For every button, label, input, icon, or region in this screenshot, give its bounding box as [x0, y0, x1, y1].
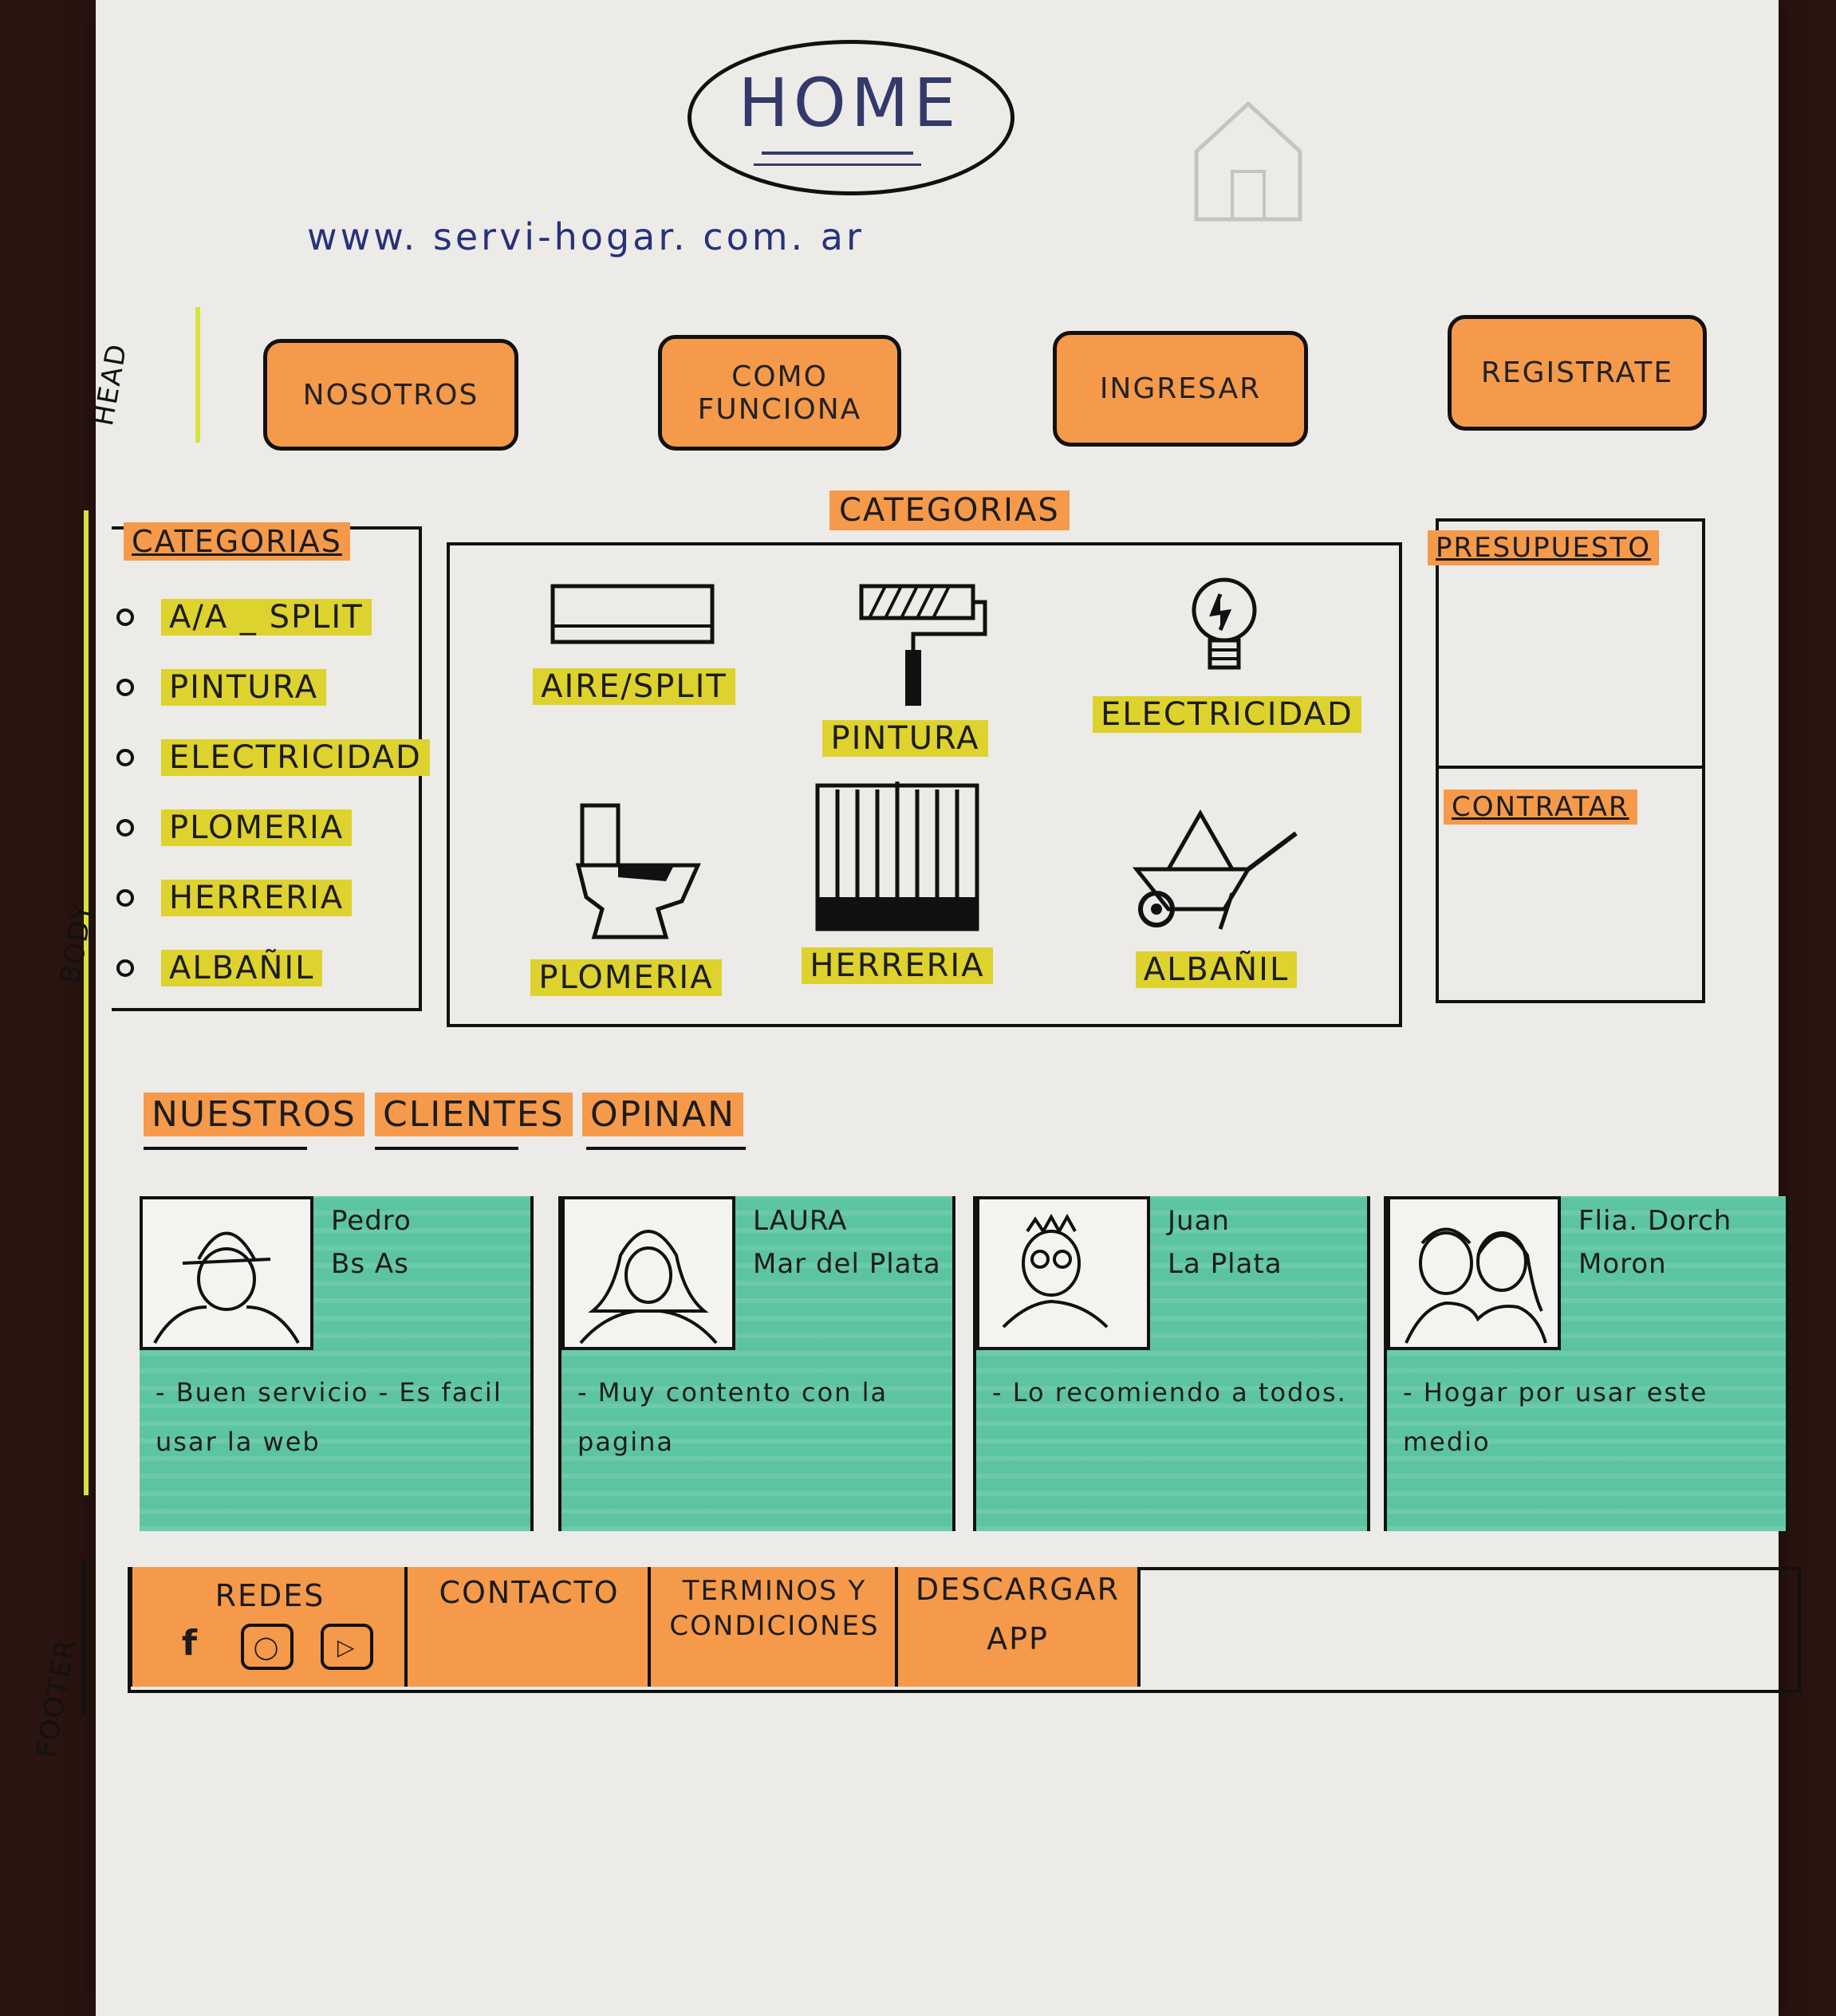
nav-como-funciona-button[interactable]: COMO FUNCIONA [658, 335, 901, 451]
wheelbarrow-icon [1132, 809, 1298, 930]
footer-app-label: APP [987, 1621, 1049, 1656]
light-bulb-icon [1192, 577, 1257, 670]
hire-link[interactable]: CONTRATAR [1444, 789, 1637, 825]
sidebar-item-electricidad[interactable]: ELECTRICIDAD [112, 723, 430, 793]
nav-ingresar-button[interactable]: INGRESAR [1053, 331, 1308, 447]
footer-bracket [81, 1559, 86, 1715]
categories-panel [447, 542, 1402, 1027]
budget-link[interactable]: PRESUPUESTO [1428, 530, 1660, 565]
footer-download-label: DESCARGAR [915, 1572, 1121, 1607]
avatar [1387, 1196, 1561, 1350]
right-action-panel [1436, 518, 1705, 1003]
avatar [976, 1196, 1150, 1350]
bullet-icon [116, 679, 134, 696]
nav-registrate-button[interactable]: REGISTRATE [1448, 315, 1707, 431]
house-icon [1194, 100, 1302, 222]
sidebar-item-albanil[interactable]: ALBAÑIL [112, 933, 430, 1003]
footer-contact-link[interactable]: CONTACTO [404, 1567, 651, 1687]
sidebar-item-label: PINTURA [161, 669, 327, 706]
category-tile-pintura[interactable]: PINTURA [774, 578, 1037, 757]
site-url[interactable]: www. servi-hogar. com. ar [307, 215, 865, 258]
avatar [140, 1196, 313, 1350]
paint-roller-icon [859, 584, 987, 706]
sidebar-item-label: ALBAÑIL [161, 950, 323, 986]
person-avatar-icon [1002, 1213, 1109, 1329]
footer-download-app-link[interactable]: DESCARGAR APP [895, 1567, 1141, 1687]
title-underline-secondary [754, 163, 921, 166]
category-tile-electricidad[interactable]: ELECTRICIDAD [1093, 570, 1361, 733]
opinions-heading-word-3: OPINAN [582, 1093, 744, 1136]
air-conditioner-icon [550, 584, 715, 644]
footer-social-label: REDES [215, 1578, 325, 1613]
sidebar-heading: CATEGORIAS [124, 522, 350, 561]
title-ellipse [688, 40, 1015, 195]
category-label: HERRERIA [802, 947, 993, 984]
footer-social-section: REDES f ◯ ▷ [129, 1567, 408, 1687]
category-tile-plomeria[interactable]: PLOMERIA [494, 797, 758, 996]
categories-heading: CATEGORIAS [829, 490, 1070, 530]
bullet-icon [116, 959, 134, 977]
heading-underline [586, 1147, 746, 1150]
category-label: PINTURA [822, 720, 988, 757]
facebook-icon[interactable]: f [181, 1622, 199, 1664]
bullet-icon [116, 889, 134, 907]
category-label: ELECTRICIDAD [1093, 696, 1361, 733]
gate-icon [815, 782, 979, 931]
right-panel-divider [1436, 766, 1702, 769]
client-comment: - Buen servicio - Es facil usar la web [156, 1377, 502, 1457]
avatar [561, 1196, 735, 1350]
nav-nosotros-button[interactable]: NOSOTROS [263, 339, 518, 451]
opinions-heading-word-2: CLIENTES [375, 1093, 573, 1136]
youtube-icon[interactable]: ▷ [320, 1624, 373, 1670]
title-underline [762, 152, 913, 155]
toilet-icon [575, 803, 701, 939]
opinions-heading-word-1: NUESTROS [144, 1093, 364, 1136]
body-section-label: BODY [54, 900, 100, 986]
bullet-icon [116, 749, 134, 766]
bullet-icon [116, 608, 134, 626]
sidebar-item-label: ELECTRICIDAD [161, 739, 430, 776]
client-comment: - Hogar por usar este medio [1403, 1377, 1708, 1457]
client-comment: - Muy contento con la pagina [577, 1377, 888, 1457]
page-title: HOME [738, 64, 961, 142]
sidebar-item-aa-split[interactable]: A/A _ SPLIT [112, 582, 430, 652]
category-label: ALBAÑIL [1135, 951, 1298, 988]
category-label: PLOMERIA [530, 959, 722, 996]
category-tile-herreria[interactable]: HERRERIA [766, 778, 1029, 984]
sidebar-item-pintura[interactable]: PINTURA [112, 652, 430, 723]
sidebar-item-label: HERRERIA [161, 880, 353, 916]
footer-terms-link[interactable]: TERMINOS Y CONDICIONES [648, 1567, 898, 1687]
client-comment: - Lo recomiendo a todos. [992, 1377, 1347, 1408]
category-tile-aire-split[interactable]: AIRE/SPLIT [502, 578, 766, 705]
body-bracket [84, 510, 89, 1495]
sidebar-item-herreria[interactable]: HERRERIA [112, 863, 430, 933]
footer-terms-label: TERMINOS Y CONDICIONES [669, 1575, 880, 1642]
instagram-icon[interactable]: ◯ [240, 1624, 294, 1670]
person-avatar-icon [153, 1231, 300, 1344]
sidebar-item-plomeria[interactable]: PLOMERIA [112, 793, 430, 863]
heading-underline [144, 1147, 307, 1150]
header-bracket [195, 307, 200, 443]
sidebar-item-label: A/A _ SPLIT [161, 599, 372, 636]
bullet-icon [116, 819, 134, 837]
category-tile-albanil[interactable]: ALBAÑIL [1085, 797, 1348, 988]
family-avatar-icon [1405, 1227, 1547, 1344]
category-label: AIRE/SPLIT [533, 668, 735, 705]
footer-contact-label: CONTACTO [439, 1575, 620, 1610]
sidebar-item-label: PLOMERIA [161, 809, 353, 846]
footer-section-label: FOOTER [30, 1636, 83, 1760]
person-avatar-icon [579, 1230, 718, 1345]
sidebar-category-list: A/A _ SPLIT PINTURA ELECTRICIDAD PLOMERI… [112, 582, 430, 1003]
heading-underline [375, 1147, 518, 1150]
